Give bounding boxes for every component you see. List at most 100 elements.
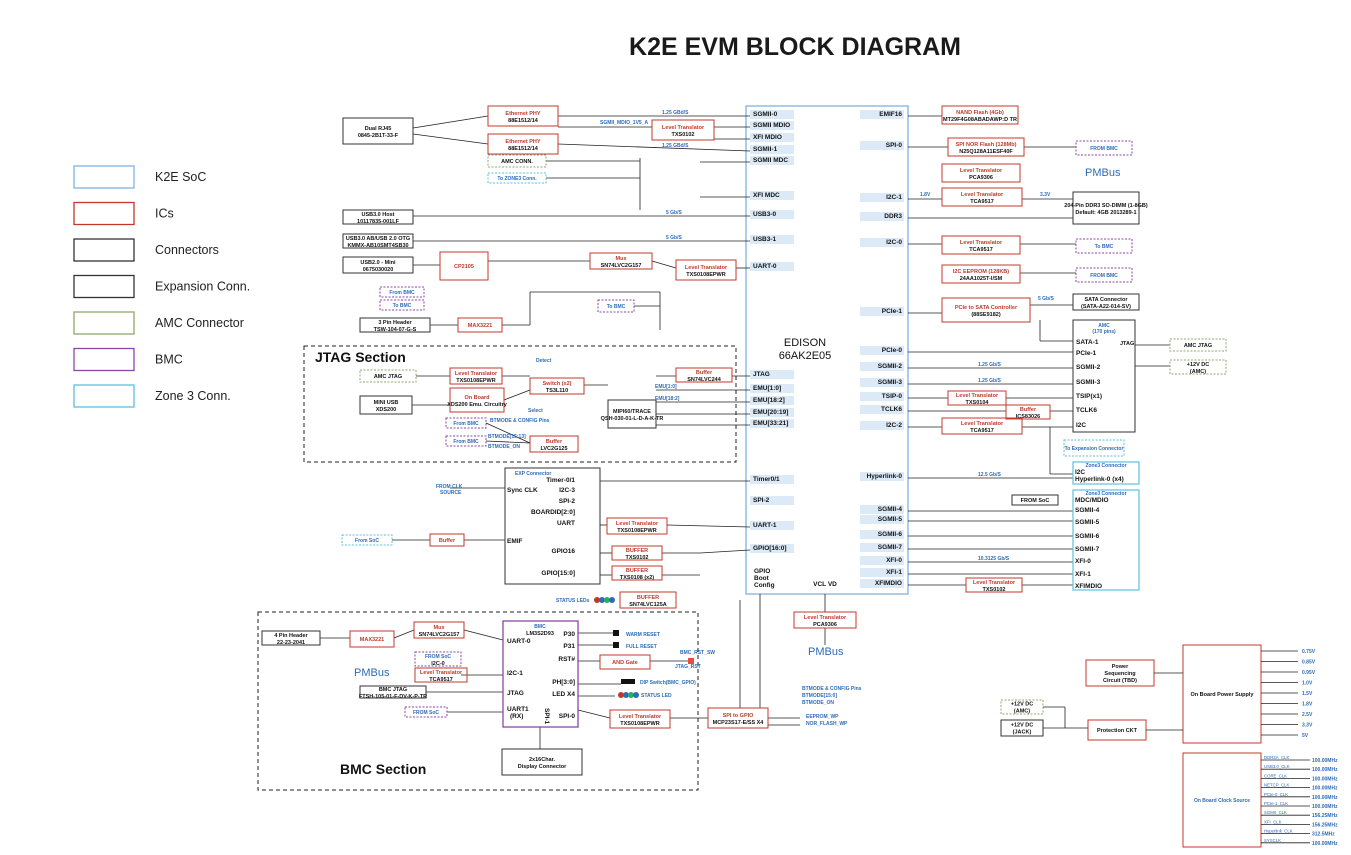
bmc-block-8-title: Level Translator — [619, 714, 662, 720]
soc-block — [745, 105, 909, 595]
bmc-block-9-sub: MCP23S17-E/SS X4 — [713, 720, 765, 726]
wire — [699, 549, 751, 554]
left-block-0-title: Dual RJ45 — [365, 126, 392, 132]
bmc-eeprom-wp-label: EEPROM_WP — [806, 714, 839, 720]
soc-right-port: I2C-2 — [886, 422, 902, 429]
exp-block-2-sub: TXS0108 (x2) — [620, 575, 654, 581]
power-rail: 3.3V — [1302, 723, 1313, 729]
right-block-19-title: FROM SoC — [1021, 498, 1050, 504]
exp-block-2-title: BUFFER — [626, 568, 648, 574]
soc-name: EDISON — [784, 337, 826, 349]
soc-left-port: XFI MDC — [753, 192, 780, 199]
right-block-11 — [1072, 293, 1140, 311]
soc-right-port: SGMII-5 — [878, 516, 903, 523]
bmc-block-4-sub: TCA9517 — [429, 677, 453, 683]
zone3b-port: XFI-0 — [1075, 558, 1091, 565]
soc-port-bg — [860, 556, 904, 565]
exp-port: BOARDID[2:0] — [531, 509, 575, 516]
jtag-block-4 — [529, 377, 585, 395]
amc-block — [1072, 319, 1136, 433]
power-rail: 5V — [1302, 733, 1309, 739]
soc-port-bg — [860, 472, 904, 481]
exp-clk-source-label: SOURCE — [440, 490, 462, 496]
bmc-block-2 — [349, 630, 395, 648]
wire — [393, 629, 415, 639]
soc-port-bg — [750, 210, 794, 219]
soc-right-port: SPI-0 — [886, 142, 903, 149]
soc-left-port: SGMII-1 — [753, 146, 778, 153]
soc-port-bg — [750, 121, 794, 130]
left-block-1 — [487, 105, 559, 127]
left-block-13-title: To BMC — [393, 303, 412, 309]
status-leds-bmc — [618, 692, 639, 698]
jtag-block-8-title: From BMC — [453, 439, 479, 445]
clock-freq: 156.25MHz — [1312, 813, 1338, 819]
soc-port-bg — [750, 475, 794, 484]
amc-port-jtag: JTAG — [1120, 341, 1134, 347]
power-rail: 1.5V — [1302, 691, 1313, 697]
bmc-block-10 — [501, 748, 583, 776]
link-label: 1.8V — [920, 192, 931, 198]
exp-port-emif: EMIF — [507, 538, 523, 545]
clock-freq: 100.00MHz — [1312, 804, 1338, 810]
soc-left-port: EMU[1:0] — [753, 385, 781, 392]
wire — [651, 260, 677, 269]
soc-right-port: DDR3 — [884, 213, 902, 220]
soc-port-gpio-boot-config: Config — [754, 582, 775, 589]
bmc-block-3-title: FROM SoC — [425, 654, 451, 660]
legend-label: AMC Connector — [155, 316, 244, 330]
amc-title: AMC — [1098, 323, 1110, 329]
zone3b-port: XFI-1 — [1075, 571, 1091, 578]
left-block-9-title: CP2105 — [454, 264, 474, 270]
right-block-7 — [1075, 238, 1133, 254]
clock-name: XFI_CLK — [1264, 819, 1282, 824]
jtag-block-4-sub: TS3L110 — [546, 388, 568, 394]
bmc-block-9 — [707, 707, 769, 729]
soc-port-bg — [750, 396, 794, 405]
right-block-16-title: Buffer — [1020, 407, 1037, 413]
right-block-4-title: Level Translator — [961, 192, 1004, 198]
wires — [320, 115, 1170, 749]
jtag-btmodeon-label: BTMODE_ON — [488, 444, 520, 450]
left-block-12 — [379, 286, 425, 298]
right-block-17-sub: TCA9517 — [970, 428, 994, 434]
legend-swatch — [73, 274, 135, 299]
soc-left-port: EMU[18:2] — [753, 397, 785, 404]
bmc-block-8-sub: TXS0108EPWR — [620, 721, 659, 727]
amc-port: SGMII-2 — [1076, 364, 1101, 371]
jtag-block-9-sub: LVC2G125 — [540, 446, 567, 452]
bmc-block-1-sub: 22-23-2041 — [277, 640, 305, 646]
clock-freq: 100.00MHz — [1312, 786, 1338, 792]
jtag-block-1-sub: TXS0108EPWR — [456, 378, 495, 384]
left-block-5-title: To ZONE3 Conn. — [497, 176, 537, 182]
soc-left-port: Timer0/1 — [753, 476, 780, 483]
clock-name: NETCP_CLK — [1264, 783, 1289, 788]
right-block-0-title: NAND Flash (4Gb) — [956, 110, 1004, 116]
jtag-block-8 — [445, 435, 487, 447]
right-block-14 — [1169, 359, 1227, 375]
soc-right-port: SGMII-2 — [878, 363, 903, 370]
bmc-block-9-title: SPI to GPIO — [723, 713, 755, 719]
left-block-16 — [597, 299, 635, 313]
wire — [666, 524, 751, 528]
zone3b-port: SGMII-6 — [1075, 533, 1100, 540]
bmc-port: UART-0 — [507, 638, 531, 645]
bmc-warm-reset-label: WARM RESET — [626, 632, 660, 638]
jtag-block-5-sub: SN74LVC244 — [687, 377, 721, 383]
power-seq-block-label: Power — [1112, 664, 1129, 670]
wire — [485, 422, 531, 444]
zone3b-port: XFIMDIO — [1075, 583, 1102, 590]
right-block-14-title: +12V DC — [1187, 362, 1209, 368]
exp-ports: Timer-0/1I2C-3SPI-2BOARDID[2:0]UARTGPIO1… — [507, 477, 575, 577]
exp-port: GPIO[15:0] — [541, 570, 575, 577]
jtag-block-0-title: AMC JTAG — [374, 374, 402, 380]
jtag-block-3-title: On Board — [464, 395, 489, 401]
exp-block-3-title: BUFFER — [637, 595, 659, 601]
amc-12v-block-label: (AMC) — [1014, 709, 1030, 715]
left-block-14-title: 3 Pin Header — [378, 320, 412, 326]
jtag-block-9-title: Buffer — [546, 439, 563, 445]
jtag-section-frame — [303, 345, 737, 463]
wire — [485, 440, 531, 444]
